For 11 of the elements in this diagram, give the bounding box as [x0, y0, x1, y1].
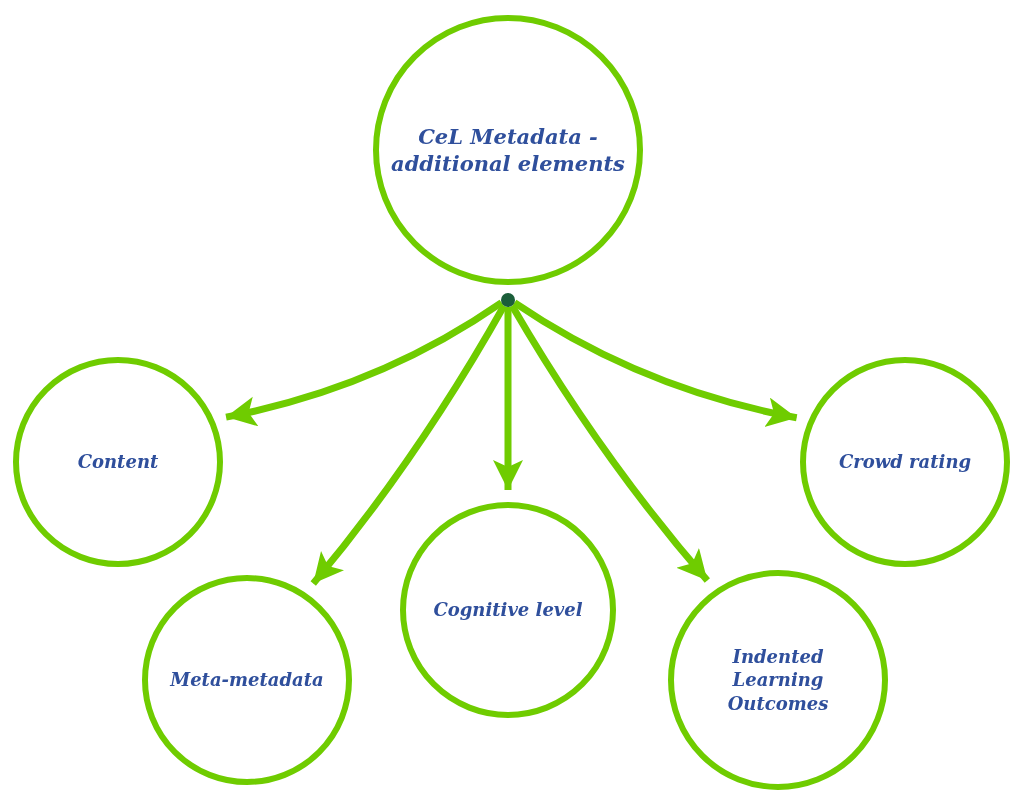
- arrow: [225, 299, 504, 426]
- topic-label: Cognitive level: [432, 598, 584, 622]
- topic-label: Indented Learning Outcomes: [726, 644, 830, 716]
- arrow: [310, 304, 508, 586]
- topic-label: Meta-metadata: [168, 668, 325, 692]
- junction-dot: [501, 293, 515, 307]
- topic-label: CeL Metadata - additional elements: [390, 122, 626, 178]
- arrow: [512, 299, 798, 427]
- arrow: [509, 303, 710, 583]
- topic-label: Content: [76, 450, 160, 474]
- topic-label: Crowd rating: [837, 450, 973, 474]
